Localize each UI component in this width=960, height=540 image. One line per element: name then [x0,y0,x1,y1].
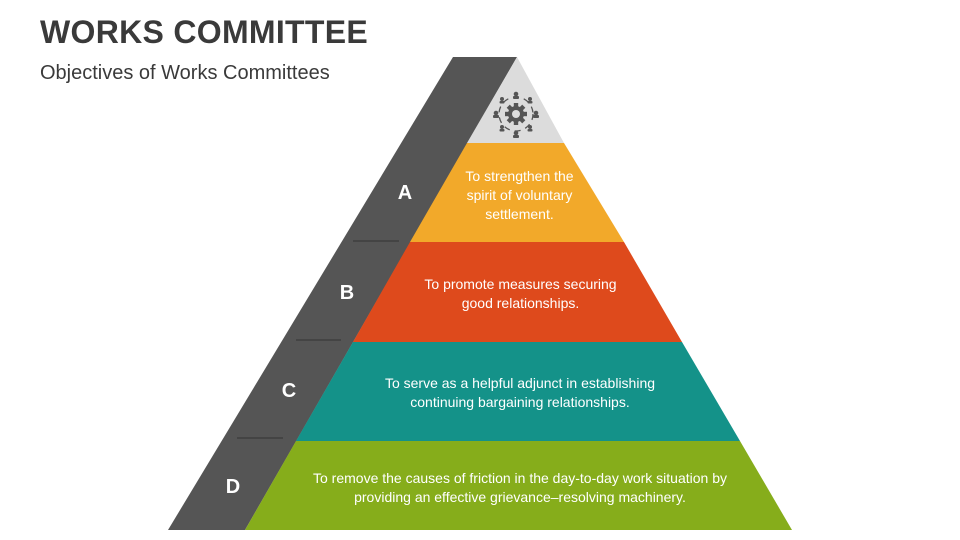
tier-c-text: To serve as a helpful adjunct in establi… [384,375,656,410]
tier-c-letter: C [281,380,297,402]
tier-b-band [353,242,682,342]
page-subtitle: Objectives of Works Committees [40,62,330,84]
tier-d-letter: D [225,476,241,498]
tier-a-letter: A [397,182,413,204]
tier-d-band [245,441,792,530]
gear-people-network-icon [493,91,539,138]
tier-a-band [410,143,624,242]
tier-b-letter: B [339,282,355,304]
tier-d-text: To remove the causes of friction in the … [313,470,727,505]
page-title: WORKS COMMITTEE [40,14,369,50]
tier-a-text: To strengthen the spirit of voluntary se… [465,167,574,222]
tier-b-text: To promote measures securing good relati… [424,276,617,311]
pyramid-apex [467,57,564,143]
pyramid-side-band [168,57,517,530]
tier-c-band [296,342,740,441]
